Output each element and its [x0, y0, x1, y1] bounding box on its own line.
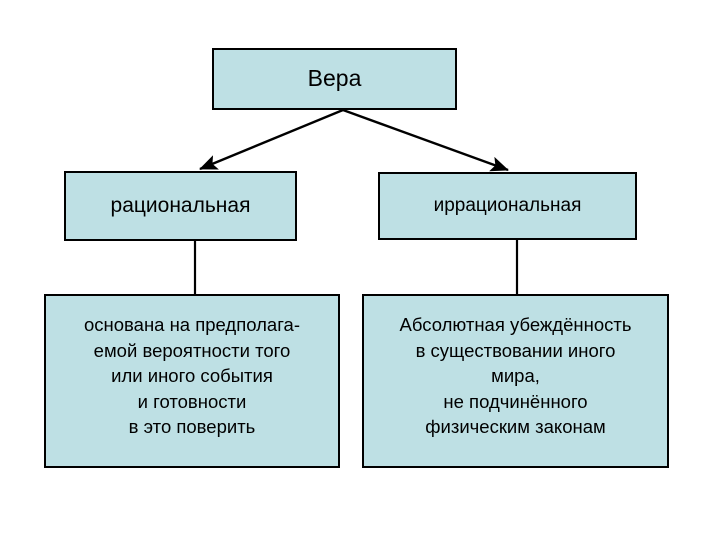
- node-irrational-description-label: Абсолютная убеждённость в существовании …: [399, 314, 632, 438]
- node-rational-description[interactable]: основана на предполага- емой вероятности…: [44, 294, 340, 468]
- node-rational[interactable]: рациональная: [64, 171, 297, 241]
- arrow-root-to-irrational: [342, 108, 509, 172]
- node-irrational[interactable]: иррациональная: [378, 172, 637, 240]
- node-rational-label: рациональная: [110, 194, 251, 218]
- node-root-label: Вера: [307, 65, 362, 92]
- node-irrational-description[interactable]: Абсолютная убеждённость в существовании …: [362, 294, 669, 468]
- node-irrational-label: иррациональная: [433, 194, 582, 216]
- arrow-root-to-rational: [199, 108, 344, 171]
- node-rational-description-label: основана на предполага- емой вероятности…: [83, 314, 300, 438]
- node-root-vera[interactable]: Вера: [212, 48, 457, 110]
